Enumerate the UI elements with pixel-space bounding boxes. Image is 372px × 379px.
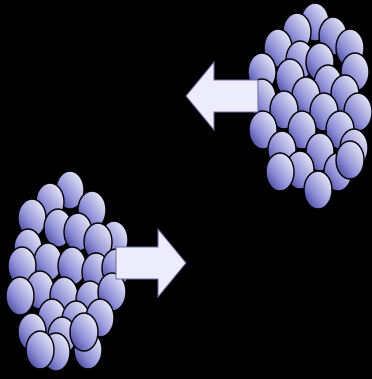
cell [304, 171, 332, 209]
cell [336, 141, 364, 179]
cell [6, 277, 34, 315]
cell [70, 313, 98, 351]
cell [266, 153, 294, 191]
cell [26, 331, 54, 369]
